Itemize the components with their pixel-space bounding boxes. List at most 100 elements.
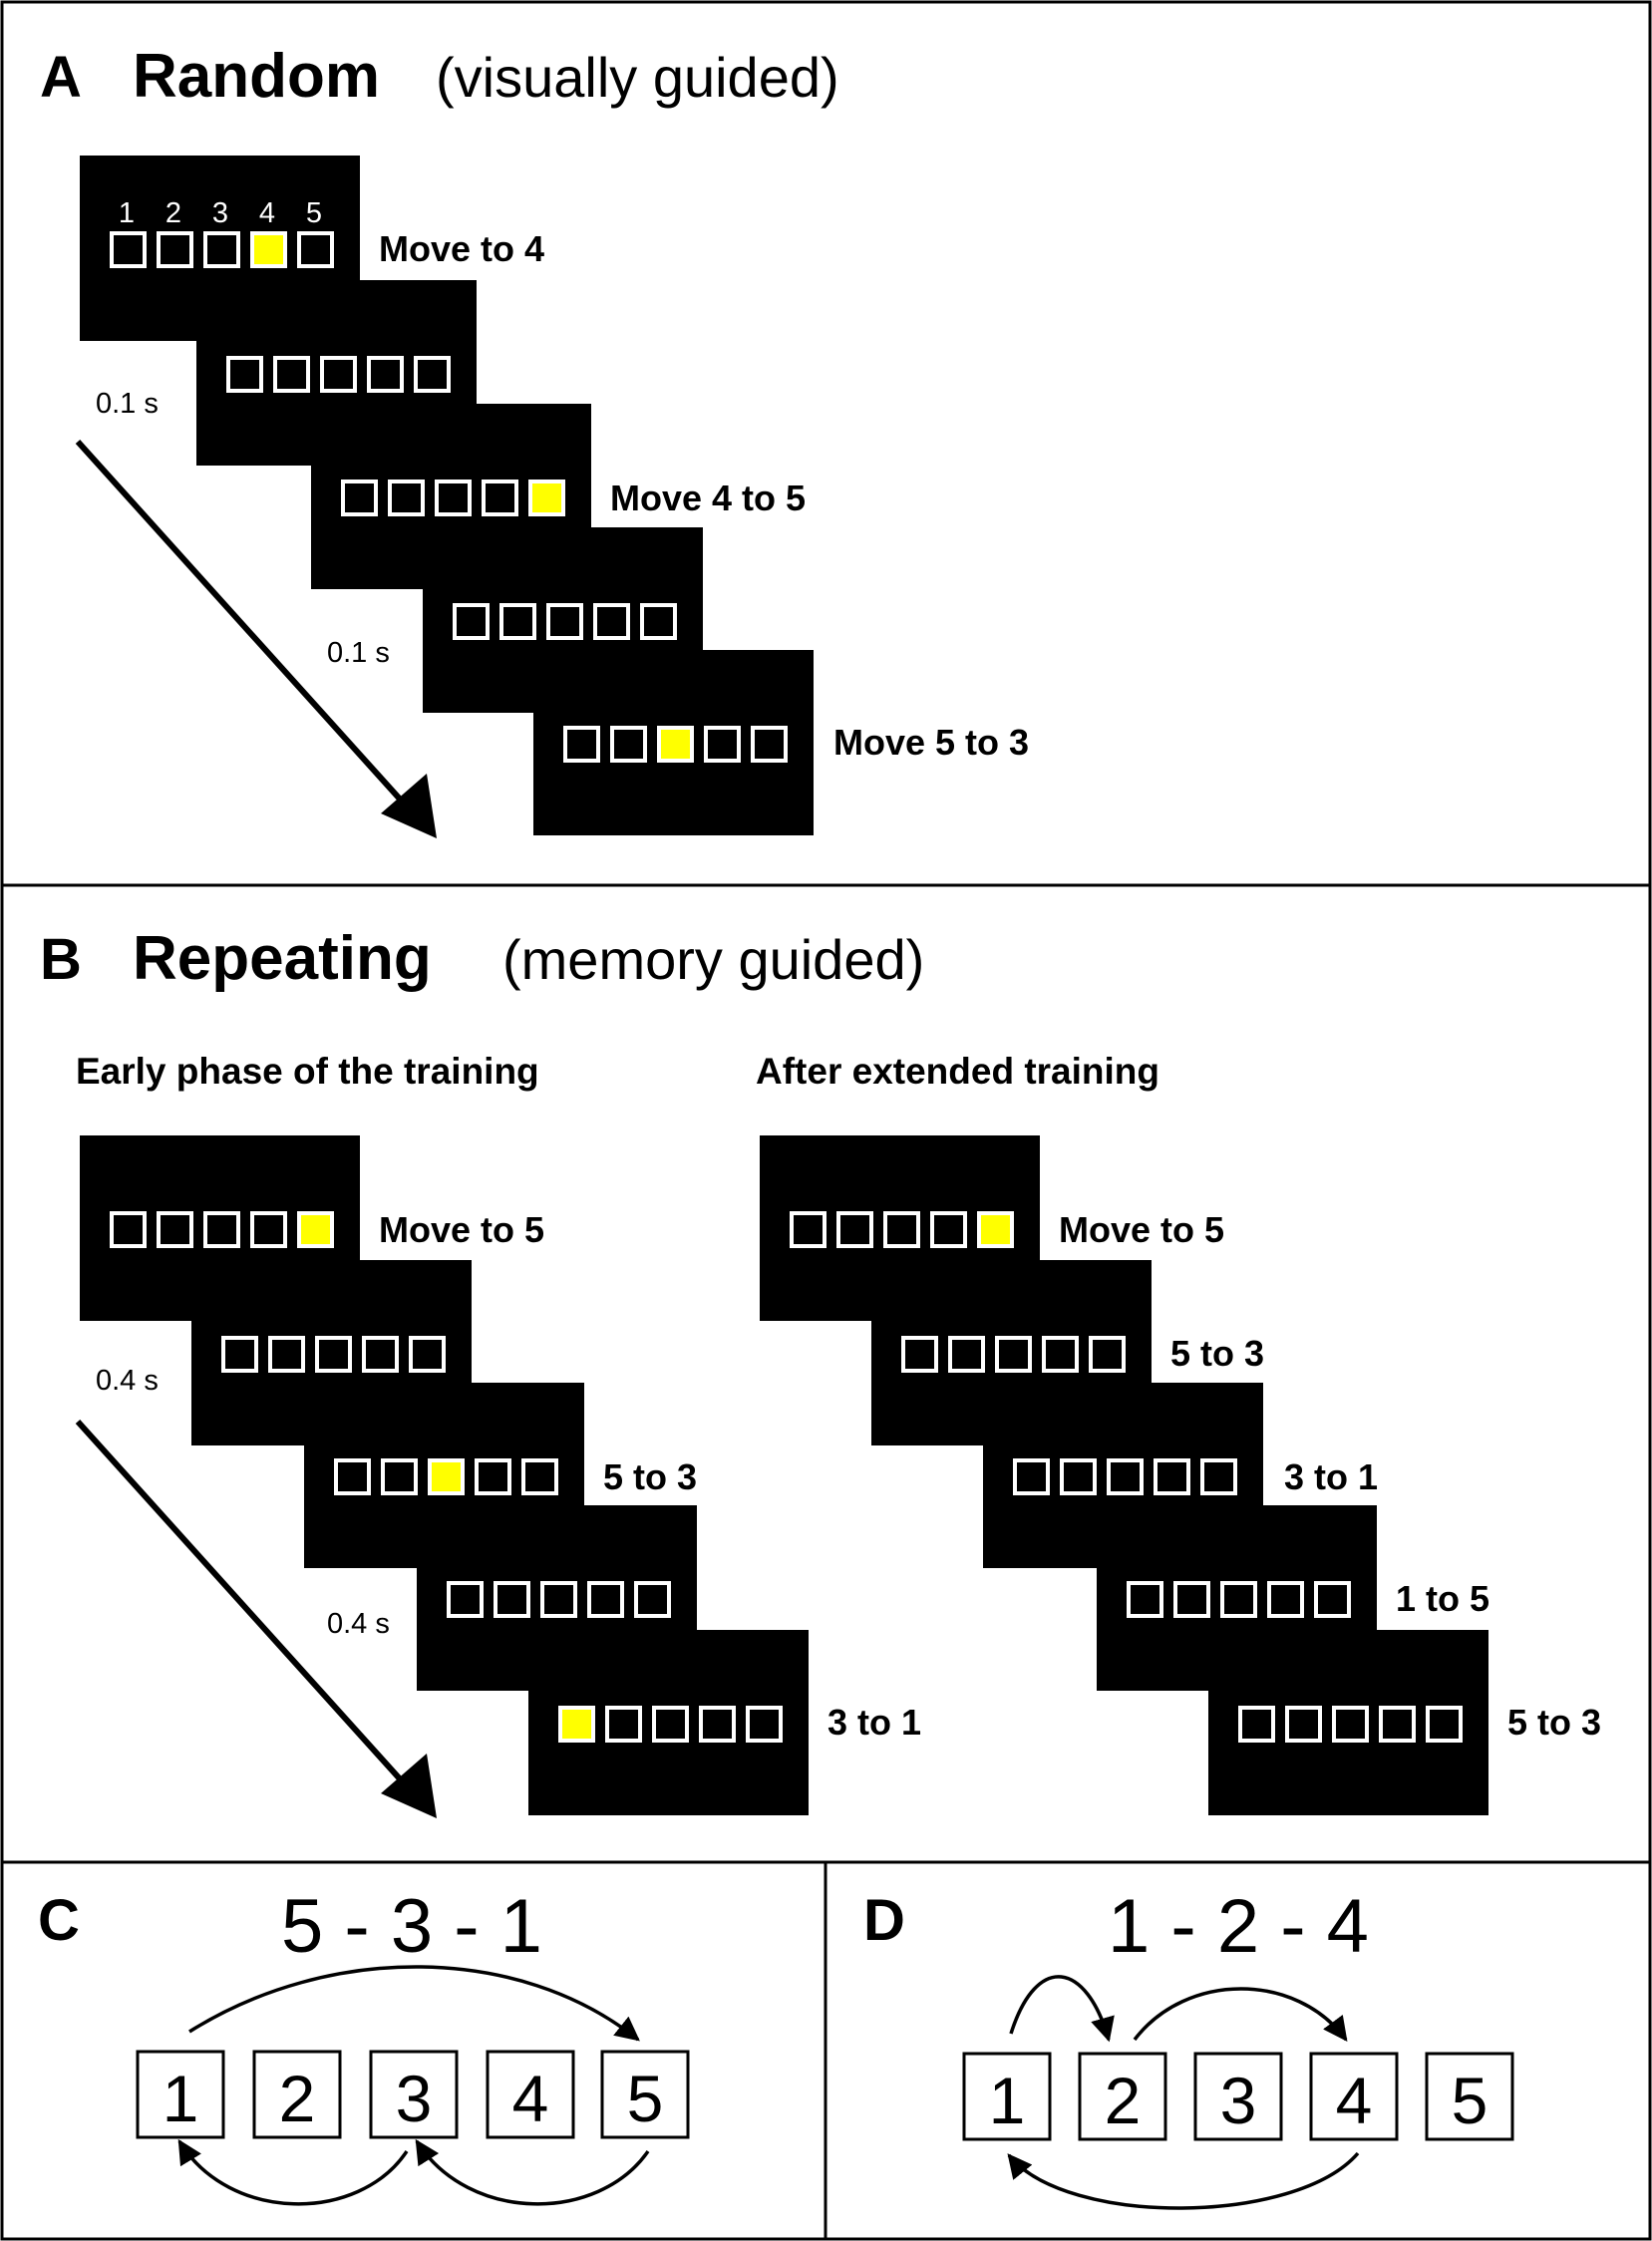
target-slot [297, 231, 334, 268]
target-slot [362, 1336, 399, 1373]
screen-label: 5 to 3 [603, 1456, 697, 1497]
target-slot [930, 1211, 967, 1248]
panel-d-transition-arrows [1007, 1975, 1360, 2210]
screen-label: 5 to 3 [1170, 1333, 1264, 1374]
target-box [600, 2050, 690, 2139]
target-slot [563, 726, 600, 763]
panel-d: D 1 - 2 - 4 1 2 3 4 5 [863, 1884, 1514, 2210]
target-slot [883, 1211, 920, 1248]
panel-b-time-arrow [75, 1419, 437, 1818]
panel-b: B Repeating (memory guided) Early phase … [40, 924, 1601, 1818]
target-slot [610, 726, 647, 763]
target-slot [221, 1336, 258, 1373]
target-box [1425, 2052, 1514, 2141]
target-box [962, 2052, 1052, 2141]
screen-label: 3 to 1 [1284, 1456, 1378, 1497]
screen-label: 3 to 1 [827, 1702, 921, 1743]
target-slot [836, 1211, 873, 1248]
target-slot-highlighted [558, 1706, 595, 1743]
slot-number: 3 [212, 197, 228, 229]
trial-screen [1208, 1630, 1488, 1815]
target-slot [1127, 1581, 1163, 1618]
transition-arrow [415, 2138, 650, 2206]
transition-arrow [1009, 1975, 1115, 2043]
target-slot [1285, 1706, 1322, 1743]
screen-label: Move to 4 [379, 228, 544, 269]
trial-screen [528, 1630, 809, 1815]
target-slot [273, 356, 310, 393]
panel-a-time-arrow [75, 439, 437, 838]
target-slot [494, 1581, 530, 1618]
target-slot [320, 356, 357, 393]
panel-d-sequence: 1 - 2 - 4 [1108, 1884, 1369, 1969]
target-slot [1042, 1336, 1079, 1373]
target-slot [699, 1706, 736, 1743]
target-slot [634, 1581, 671, 1618]
slot-number: 2 [165, 197, 181, 229]
trial-screen [533, 650, 814, 835]
slot-number: 5 [306, 197, 322, 229]
target-box [1078, 2052, 1167, 2141]
target-box-number: 5 [1452, 2064, 1488, 2137]
target-box-number: 1 [163, 2062, 199, 2135]
target-slot [203, 1211, 240, 1248]
target-slot [1379, 1706, 1416, 1743]
target-box-number: 3 [1220, 2064, 1257, 2137]
panel-c-boxes [136, 2050, 690, 2139]
panel-a-subtitle: (visually guided) [436, 46, 839, 109]
target-slot [901, 1336, 938, 1373]
panel-c-letter: C [38, 1888, 80, 1953]
panel-a-interval-1: 0.1 s [96, 388, 159, 420]
target-slot [540, 1581, 577, 1618]
target-slot [453, 603, 490, 640]
target-box [486, 2050, 575, 2139]
target-slot [1013, 1458, 1050, 1495]
panel-b-title: Repeating [133, 924, 432, 993]
target-slot [1267, 1581, 1304, 1618]
transition-arrow [1007, 2151, 1360, 2210]
panel-a-letter: A [40, 45, 82, 110]
panel-a-title: Random [133, 42, 380, 111]
target-slot [268, 1336, 305, 1373]
target-slot [1238, 1706, 1275, 1743]
target-slot [475, 1458, 511, 1495]
slot-number-labels: 1 2 3 4 5 [119, 197, 322, 229]
panel-b-subtitle: (memory guided) [502, 928, 924, 991]
target-slot [1200, 1458, 1237, 1495]
slot-number: 4 [259, 197, 275, 229]
target-slot-highlighted [977, 1211, 1014, 1248]
panel-b-letter: B [40, 927, 82, 992]
panel-c: C 5 - 3 - 1 1 2 3 4 5 [38, 1884, 690, 2206]
target-slot [1220, 1581, 1257, 1618]
extended-training-heading: After extended training [756, 1051, 1159, 1092]
early-phase-screens [80, 1135, 809, 1815]
panel-c-sequence: 5 - 3 - 1 [281, 1884, 542, 1969]
target-slot [110, 231, 147, 268]
target-slot [1314, 1581, 1351, 1618]
panel-c-transition-arrows [177, 1965, 650, 2206]
target-slot-highlighted [297, 1211, 334, 1248]
target-box [1193, 2052, 1283, 2141]
extended-training-screens [760, 1135, 1488, 1815]
target-slot [1089, 1336, 1126, 1373]
target-slot [414, 356, 451, 393]
target-slot [751, 726, 788, 763]
screen-label: 5 to 3 [1507, 1702, 1601, 1743]
target-slot [704, 726, 741, 763]
target-slot [652, 1706, 689, 1743]
target-slot [948, 1336, 985, 1373]
early-phase-heading: Early phase of the training [76, 1051, 539, 1092]
target-slot [157, 231, 193, 268]
target-box [1309, 2052, 1399, 2141]
target-slot [1107, 1458, 1144, 1495]
target-slot [1426, 1706, 1463, 1743]
target-slot [341, 480, 378, 516]
target-slot [381, 1458, 418, 1495]
target-slot [499, 603, 536, 640]
panel-d-letter: D [863, 1888, 905, 1953]
target-slot [746, 1706, 783, 1743]
screen-label: Move to 5 [1059, 1209, 1224, 1250]
target-slot [1060, 1458, 1097, 1495]
